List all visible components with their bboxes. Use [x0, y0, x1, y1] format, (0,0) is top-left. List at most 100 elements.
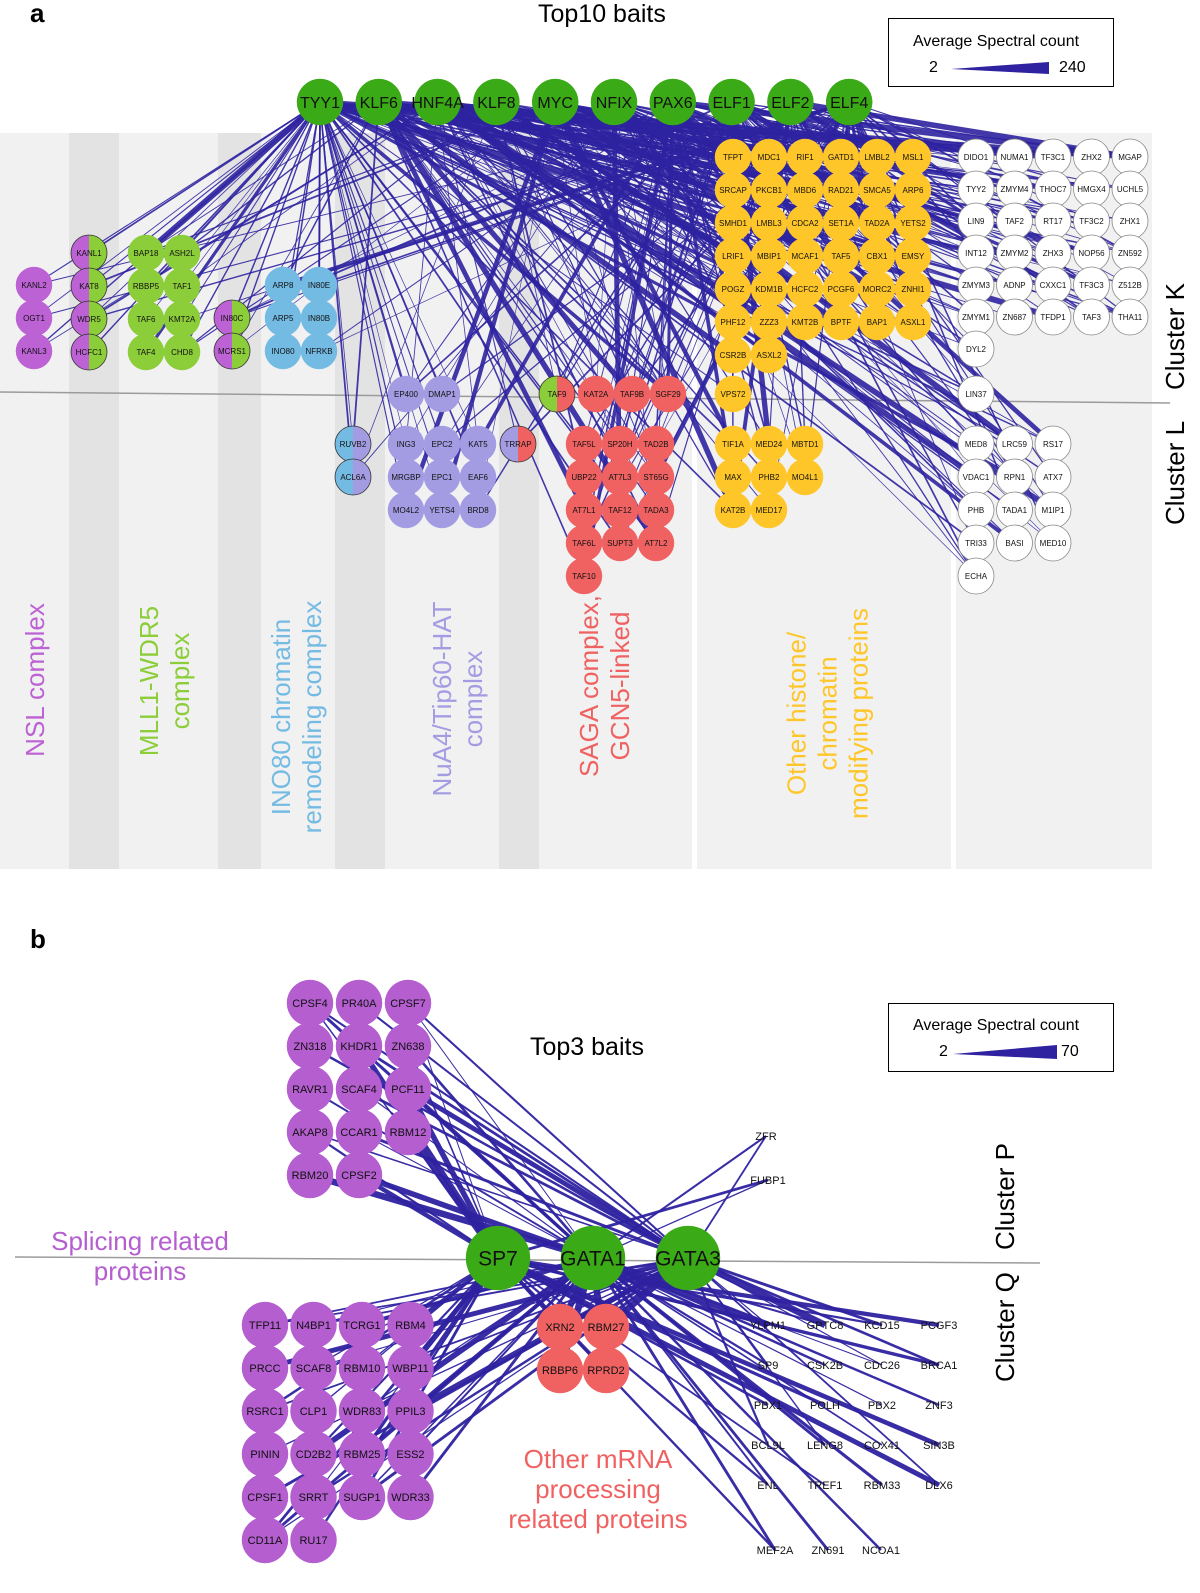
- node-label: AT7L3: [609, 473, 633, 482]
- node-label: TADA1: [1002, 506, 1028, 515]
- protein-cd11a: CD11A: [241, 1516, 289, 1564]
- node-label: BASI: [1005, 539, 1023, 548]
- protein-taf6l: TAF6L: [565, 524, 603, 562]
- node-label: ST65G: [643, 473, 668, 482]
- node-label: RPRD2: [587, 1365, 624, 1377]
- edge-gata3-kcd15: [687, 1256, 883, 1327]
- node-label: DYL2: [966, 345, 987, 354]
- node-label: TAF1: [173, 282, 193, 291]
- node-half-right: [232, 300, 250, 336]
- protein-cpsf1: CPSF1: [241, 1473, 289, 1521]
- node-label: N4BP1: [296, 1320, 331, 1332]
- protein-rbm12: RBM12: [384, 1108, 432, 1156]
- protein-med17: MED17: [750, 491, 788, 529]
- node-label: CSR2B: [720, 351, 747, 360]
- legend-a-title: Average Spectral count: [913, 33, 1080, 50]
- protein-wbp11: WBP11: [387, 1344, 434, 1392]
- node-label: RAD21: [828, 186, 854, 195]
- node-label: EP400: [394, 390, 419, 399]
- protein-kmt2a: KMT2A: [163, 300, 201, 338]
- node-half-right: [518, 426, 536, 462]
- node-label: YETS2: [900, 219, 926, 228]
- protein-in80c: IN80C: [213, 299, 251, 337]
- protein-rbm20: RBM20: [286, 1151, 334, 1199]
- protein-taf9b: TAF9B: [613, 375, 651, 413]
- node-label: ING3: [397, 440, 416, 449]
- protein-m1ip1: M1IP1: [1034, 491, 1072, 529]
- node-label: MO4L1: [792, 473, 819, 482]
- legend-a: Average Spectral count 2 240: [888, 18, 1114, 87]
- node-circle: [786, 458, 824, 496]
- category-mll-line-2: complex: [165, 632, 195, 730]
- node-label: ZMYM4: [1001, 185, 1030, 194]
- edge-gata3-bcl9l: [686, 1257, 770, 1446]
- protein-tf3c3: TF3C3: [1073, 266, 1110, 304]
- protein-vps72: VPS72: [714, 375, 752, 413]
- node-label: PHB2: [759, 473, 780, 482]
- node-label: PCGF6: [828, 285, 855, 294]
- node-circle: [335, 1151, 383, 1199]
- node-label: XRN2: [545, 1322, 574, 1334]
- protein-lin37: LIN37: [957, 375, 995, 413]
- node-label: TAF9: [548, 390, 568, 399]
- protein-yets2: YETS2: [894, 204, 932, 242]
- protein-lin9: LIN9: [957, 202, 995, 240]
- protein-kat2b: KAT2B: [714, 491, 752, 529]
- node-circle: [1073, 298, 1110, 336]
- node-half-left: [335, 459, 353, 495]
- node-label: PKCB1: [756, 186, 783, 195]
- node-circle: [996, 524, 1033, 562]
- bait-elf4: ELF4: [825, 78, 873, 126]
- node-circle: [296, 78, 344, 126]
- protein-taf3: TAF3: [1073, 298, 1110, 336]
- node-label: CBX1: [867, 252, 888, 261]
- protein-at7l1: AT7L1: [565, 491, 603, 529]
- protein-pkcb1: PKCB1: [750, 171, 788, 209]
- node-label: Z512B: [1118, 281, 1142, 290]
- node-circle: [1034, 524, 1072, 562]
- bait-pax6: PAX6: [649, 78, 697, 126]
- edge-gata1-sp9: [592, 1257, 769, 1366]
- protein-asxl1: ASXL1: [894, 303, 932, 341]
- node-label: RU17: [299, 1535, 327, 1547]
- node-label: ECHA: [965, 572, 988, 581]
- category-ino80-label: INO80 chromatin remodeling complex: [266, 587, 328, 847]
- protein-mrgbp: MRGBP: [387, 458, 425, 496]
- protein-ylpm1: YLPM1: [750, 1320, 786, 1332]
- node-circle: [996, 298, 1033, 336]
- node-label: ACL6A: [340, 473, 366, 482]
- node-circle: [414, 78, 461, 126]
- protein-xrn2: XRN2: [536, 1303, 584, 1351]
- protein-pr40a: PR40A: [335, 979, 383, 1027]
- node-label: INT12: [965, 249, 987, 258]
- node-label: EPC2: [432, 440, 453, 449]
- node-label: AT7L1: [573, 506, 597, 515]
- category-other-line-1: Other histone/: [781, 631, 812, 796]
- protein-akap8: AKAP8: [286, 1108, 334, 1156]
- node-circle: [355, 78, 403, 126]
- edge-gata1-zfr: [592, 1135, 767, 1259]
- bait-elf2: ELF2: [767, 78, 814, 126]
- panel-a-title: Top10 baits: [538, 0, 666, 28]
- protein-ing3: ING3: [387, 425, 425, 463]
- node-label: WDR5: [77, 315, 101, 324]
- node-label: TFDP1: [1040, 313, 1066, 322]
- node-circle: [286, 1151, 334, 1199]
- protein-zn592: ZN592: [1111, 234, 1149, 272]
- node-label: KANL1: [76, 249, 102, 258]
- edge-myc-kat2b: [552, 100, 736, 512]
- node-label: SET1A: [828, 219, 854, 228]
- edge-tyy1-epc1: [319, 101, 443, 478]
- node-outline: [538, 375, 576, 413]
- protein-tf3c2: TF3C2: [1073, 202, 1110, 240]
- edge-tyy1-eaf6: [319, 101, 479, 478]
- node-label: TYY2: [966, 185, 987, 194]
- node-label: MORC2: [863, 285, 892, 294]
- node-circle: [338, 1473, 386, 1521]
- protein-sp9: SP9: [758, 1360, 779, 1372]
- node-label: PHB: [968, 506, 984, 515]
- node-label: RBM12: [390, 1127, 427, 1139]
- protein-sugp1: SUGP1: [338, 1473, 386, 1521]
- protein-fubp1: FUBP1: [750, 1175, 785, 1187]
- protein-rad21: RAD21: [822, 171, 860, 209]
